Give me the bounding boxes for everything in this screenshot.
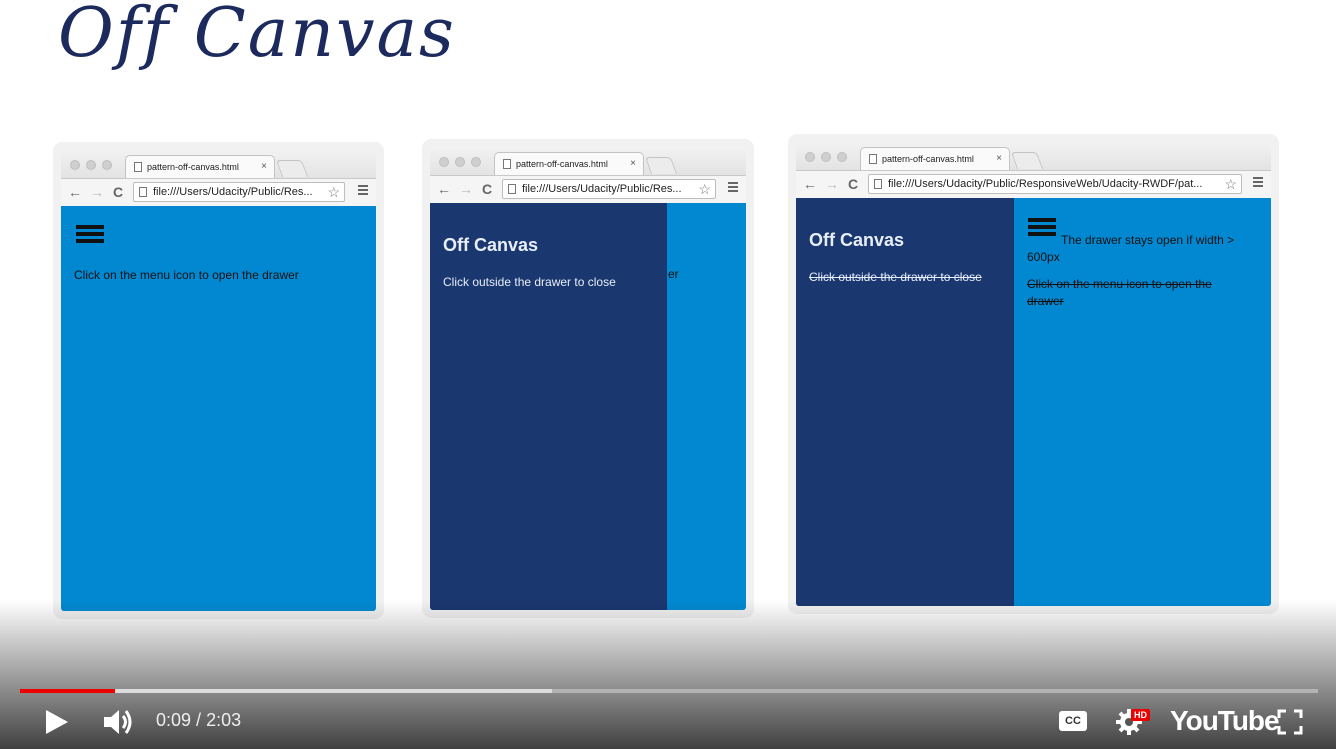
play-icon[interactable] [44, 708, 70, 736]
drawer-title: Off Canvas [443, 235, 539, 255]
browser-window-drawer-open: pattern-off-canvas.html × ← → C file:///… [430, 147, 746, 610]
bookmark-star-icon[interactable]: ☆ [698, 181, 711, 197]
player-gradient [0, 600, 1336, 749]
file-icon [134, 162, 142, 172]
file-icon [869, 154, 877, 164]
window-minimize-dot[interactable] [821, 152, 831, 162]
url-bar[interactable]: file:///Users/Udacity/Public/Res... ☆ [133, 182, 345, 202]
slide-title: Off Canvas [58, 0, 456, 73]
browser-toolbar: ← → C file:///Users/Udacity/Public/Res..… [61, 179, 376, 207]
url-text: file:///Users/Udacity/Public/ResponsiveW… [888, 178, 1203, 190]
wide-info-text: The drawer stays open if width > 600px [1027, 233, 1235, 264]
window-close-dot[interactable] [439, 157, 449, 167]
time-separator: / [191, 710, 207, 730]
new-tab-button[interactable] [644, 157, 678, 174]
reload-icon[interactable]: C [113, 184, 124, 200]
back-icon[interactable]: ← [437, 181, 451, 197]
drawer-panel[interactable]: Off Canvas Click outside the drawer to c… [430, 203, 667, 610]
tab-title: pattern-off-canvas.html [516, 159, 608, 169]
browser-menu-icon[interactable] [358, 185, 368, 197]
browser-window-closed: pattern-off-canvas.html × ← → C file:///… [61, 150, 376, 611]
time-display: 0:09 / 2:03 [156, 710, 241, 731]
instruction-text: Click on the menu icon to open the drawe… [1027, 277, 1212, 308]
fullscreen-icon[interactable] [1276, 708, 1304, 736]
back-icon[interactable]: ← [803, 176, 817, 192]
back-icon[interactable]: ← [68, 184, 82, 200]
tab-bar: pattern-off-canvas.html × [61, 150, 376, 179]
drawer-title: Off Canvas [809, 230, 905, 250]
current-time: 0:09 [156, 710, 192, 730]
window-close-dot[interactable] [70, 160, 80, 170]
url-bar[interactable]: file:///Users/Udacity/Public/Res... ☆ [502, 179, 716, 199]
window-zoom-dot[interactable] [837, 152, 847, 162]
reload-icon[interactable]: C [848, 176, 859, 192]
window-close-dot[interactable] [805, 152, 815, 162]
captions-button[interactable]: CC [1059, 711, 1087, 731]
tab-close-icon[interactable]: × [996, 153, 1002, 164]
url-bar[interactable]: file:///Users/Udacity/Public/ResponsiveW… [868, 174, 1242, 194]
played-bar [20, 689, 115, 693]
window-minimize-dot[interactable] [86, 160, 96, 170]
forward-icon[interactable]: → [825, 176, 839, 192]
forward-icon[interactable]: → [90, 184, 104, 200]
hd-badge: HD [1131, 709, 1150, 721]
tab-bar: pattern-off-canvas.html × [796, 142, 1271, 171]
window-minimize-dot[interactable] [455, 157, 465, 167]
tab-close-icon[interactable]: × [261, 161, 267, 172]
new-tab-button[interactable] [275, 160, 309, 177]
tab-bar: pattern-off-canvas.html × [430, 147, 746, 176]
window-zoom-dot[interactable] [102, 160, 112, 170]
page-content: Off Canvas Click outside the drawer to c… [796, 198, 1271, 606]
hamburger-menu-icon[interactable] [1028, 218, 1056, 239]
tab-close-icon[interactable]: × [630, 158, 636, 169]
forward-icon[interactable]: → [459, 181, 473, 197]
drawer-panel[interactable]: Off Canvas Click outside the drawer to c… [796, 198, 1014, 606]
page-icon [508, 184, 516, 194]
page-icon [874, 179, 882, 189]
progress-bar[interactable] [20, 689, 1318, 693]
main-text-block: The drawer stays open if width > 600px [1027, 232, 1252, 266]
browser-tab[interactable]: pattern-off-canvas.html × [125, 155, 275, 178]
buffered-bar [20, 689, 553, 693]
browser-menu-icon[interactable] [728, 182, 738, 194]
window-zoom-dot[interactable] [471, 157, 481, 167]
browser-tab[interactable]: pattern-off-canvas.html × [494, 152, 644, 175]
browser-toolbar: ← → C file:///Users/Udacity/Public/Res..… [430, 176, 746, 204]
instruction-text: Click on the menu icon to open the drawe… [74, 268, 299, 282]
page-content: er Off Canvas Click outside the drawer t… [430, 203, 746, 610]
page-icon [139, 187, 147, 197]
browser-tab[interactable]: pattern-off-canvas.html × [860, 147, 1010, 170]
drawer-text: Click outside the drawer to close [809, 270, 982, 284]
hamburger-menu-icon[interactable] [76, 225, 104, 246]
drawer-text: Click outside the drawer to close [443, 275, 616, 289]
peek-text: er [668, 267, 679, 281]
reload-icon[interactable]: C [482, 181, 493, 197]
volume-icon[interactable] [102, 706, 136, 738]
bookmark-star-icon[interactable]: ☆ [327, 184, 340, 200]
new-tab-button[interactable] [1010, 152, 1044, 169]
duration: 2:03 [206, 710, 242, 730]
browser-toolbar: ← → C file:///Users/Udacity/Public/Respo… [796, 171, 1271, 199]
youtube-logo[interactable]: YouTube [1170, 705, 1280, 736]
bookmark-star-icon[interactable]: ☆ [1224, 176, 1237, 192]
browser-window-wide: pattern-off-canvas.html × ← → C file:///… [796, 142, 1271, 606]
file-icon [503, 159, 511, 169]
page-content: Click on the menu icon to open the drawe… [61, 206, 376, 611]
tab-title: pattern-off-canvas.html [147, 162, 239, 172]
browser-menu-icon[interactable] [1253, 177, 1263, 189]
url-text: file:///Users/Udacity/Public/Res... [522, 183, 682, 195]
tab-title: pattern-off-canvas.html [882, 154, 974, 164]
url-text: file:///Users/Udacity/Public/Res... [153, 186, 313, 198]
